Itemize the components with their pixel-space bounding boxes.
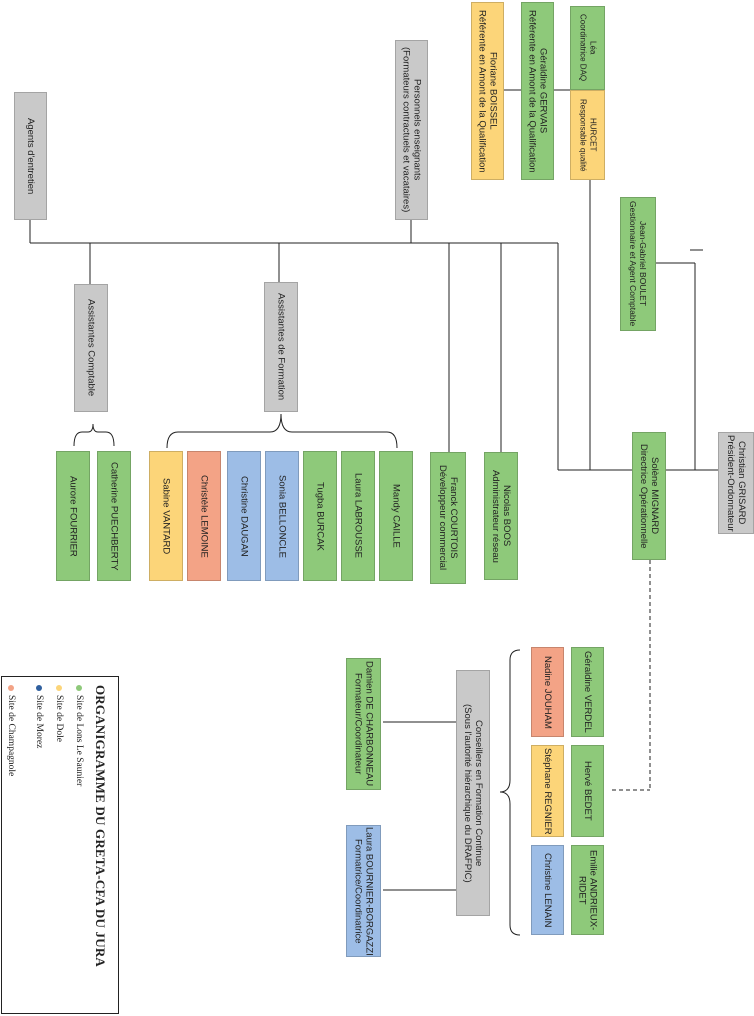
- node-president-label: Christian GRISARD Président-Ordonnateur: [725, 434, 747, 532]
- node-damien-de-charbonneau-label: Damien DE CHARBONNEAU Formateur/Coordina…: [352, 661, 375, 787]
- node-herve-bedet-label: Hervé BEDET: [582, 761, 593, 821]
- node-coordinatrice-daq: Léa Coordinatrice DAQ: [570, 6, 605, 90]
- node-emilie-andrieux-ridet: Emilie ANDRIEUX- RIDET: [571, 845, 604, 935]
- legend-item-lons: Site de Lons Le Saunier: [74, 685, 84, 786]
- node-aurore-fourrier-label: Aurore FOURRIER: [67, 475, 79, 557]
- node-coordinatrice-daq-label: Léa Coordinatrice DAQ: [578, 14, 598, 82]
- node-directrice-label: Solène MIGNARD Directrice Opérationnelle: [638, 443, 660, 549]
- node-geraldine-verdel-label: Géraldine VERDEL: [582, 651, 593, 733]
- node-sabine-vantard: Sabine VANTARD: [149, 451, 183, 581]
- node-laura-bournier-borgazzi: Laura BOURNIER-BORGAZZI Formatrice/Coord…: [346, 825, 381, 957]
- node-sonia-belloncle: Sonia BELLONCLE: [265, 451, 299, 581]
- node-laura-labrousse-label: Laura LABROUSSE: [352, 473, 364, 559]
- node-tugba-burcak-label: Tugba BURCAK: [314, 481, 326, 551]
- node-catherine-puechberty: Catherine PUECHBERTY: [97, 451, 131, 581]
- node-nicolas-boos-label: Nicolas BOOS Administrateur réseau: [490, 469, 512, 563]
- node-christine-daugan: Christine DAUGAN: [227, 451, 261, 581]
- node-christine-daugan-label: Christine DAUGAN: [238, 475, 250, 557]
- legend-box: ORGANIGRAMME DU GRETA-CFA DU JURA Site d…: [1, 676, 119, 1014]
- node-christele-lemoine: Christèle LEMOINE: [187, 451, 221, 581]
- legend-label-lons: Site de Lons Le Saunier: [74, 695, 84, 787]
- node-stephane-regnier-label: Stéphane REGNIER: [542, 747, 553, 835]
- node-nadine-jouham: Nadine JOUHAM: [531, 647, 564, 737]
- node-referente-gervais-label: Géraldine GERVAIS Référente en Amont de …: [526, 9, 549, 173]
- node-catherine-puechberty-label: Catherine PUECHBERTY: [108, 461, 120, 571]
- node-assistantes-formation-label: Assistantes de Formation: [275, 293, 287, 401]
- legend-label-champagnole: Site de Champagnole: [6, 695, 16, 777]
- node-responsable-qualite: HURCET Responsable qualité: [570, 90, 605, 180]
- legend-item-champagnole: Site de Champagnole: [6, 685, 16, 776]
- node-agents-entretien: Agents d'entretien: [14, 92, 47, 220]
- node-aurore-fourrier: Aurore FOURRIER: [56, 451, 90, 581]
- node-laura-bournier-borgazzi-label: Laura BOURNIER-BORGAZZI Formatrice/Coord…: [352, 826, 375, 956]
- legend-item-morez: Site de Morez: [34, 685, 44, 748]
- node-christele-lemoine-label: Christèle LEMOINE: [198, 474, 210, 558]
- node-nadine-jouham-label: Nadine JOUHAM: [542, 655, 553, 729]
- node-herve-bedet: Hervé BEDET: [571, 745, 604, 837]
- node-referente-boissel: Floriane BOISSEL Référente en Amont de l…: [471, 2, 504, 180]
- legend-dot-lons: [76, 685, 82, 691]
- node-nicolas-boos: Nicolas BOOS Administrateur réseau: [484, 452, 518, 580]
- node-christine-lenain: Christine LENAIN: [531, 845, 564, 935]
- node-personnels-enseignants: Personnels enseignants (Formateurs contr…: [395, 40, 428, 220]
- node-gestionnaire-label: Jean-Gabriel BOULET Gestionnaire et Agen…: [628, 201, 648, 327]
- node-geraldine-verdel: Géraldine VERDEL: [571, 647, 604, 737]
- node-sabine-vantard-label: Sabine VANTARD: [160, 477, 172, 555]
- node-conseillers-label: Conseillers en Formation Continue (Sous …: [462, 703, 484, 883]
- node-damien-de-charbonneau: Damien DE CHARBONNEAU Formateur/Coordina…: [346, 658, 381, 790]
- node-directrice: Solène MIGNARD Directrice Opérationnelle: [632, 432, 666, 560]
- node-tugba-burcak: Tugba BURCAK: [303, 451, 337, 581]
- node-agents-entretien-label: Agents d'entretien: [25, 117, 36, 195]
- legend-title: ORGANIGRAMME DU GRETA-CFA DU JURA: [93, 685, 108, 967]
- node-emilie-andrieux-ridet-label: Emilie ANDRIEUX- RIDET: [576, 849, 599, 931]
- node-franck-courtois: Franck COURTOIS Développeur commercial: [430, 452, 466, 584]
- node-assistantes-formation: Assistantes de Formation: [264, 282, 298, 412]
- node-president: Christian GRISARD Président-Ordonnateur: [718, 432, 754, 534]
- node-assistantes-comptable-label: Assistantes Comptable: [85, 299, 97, 397]
- legend-label-dole: Site de Dole: [54, 695, 64, 742]
- legend-label-morez: Site de Morez: [34, 695, 44, 749]
- node-christine-lenain-label: Christine LENAIN: [542, 852, 553, 928]
- node-laura-labrousse: Laura LABROUSSE: [341, 451, 375, 581]
- node-sonia-belloncle-label: Sonia BELLONCLE: [276, 474, 288, 558]
- node-conseillers: Conseillers en Formation Continue (Sous …: [456, 670, 490, 916]
- node-mandy-caille-label: Mandy CAILLE: [390, 484, 402, 548]
- legend-dot-dole: [56, 685, 62, 691]
- node-personnels-enseignants-label: Personnels enseignants (Formateurs contr…: [400, 47, 423, 213]
- node-responsable-qualite-label: HURCET Responsable qualité: [578, 98, 598, 172]
- node-stephane-regnier: Stéphane REGNIER: [531, 745, 564, 837]
- legend-dot-champagnole: [8, 685, 14, 691]
- legend-dot-morez: [36, 685, 42, 691]
- node-referente-boissel-label: Floriane BOISSEL Référente en Amont de l…: [476, 9, 499, 173]
- node-gestionnaire: Jean-Gabriel BOULET Gestionnaire et Agen…: [620, 197, 656, 331]
- legend-item-dole: Site de Dole: [54, 685, 64, 742]
- node-mandy-caille: Mandy CAILLE: [379, 451, 413, 581]
- node-assistantes-comptable: Assistantes Comptable: [74, 284, 108, 412]
- node-franck-courtois-label: Franck COURTOIS Développeur commercial: [437, 465, 459, 571]
- node-referente-gervais: Géraldine GERVAIS Référente en Amont de …: [521, 2, 554, 180]
